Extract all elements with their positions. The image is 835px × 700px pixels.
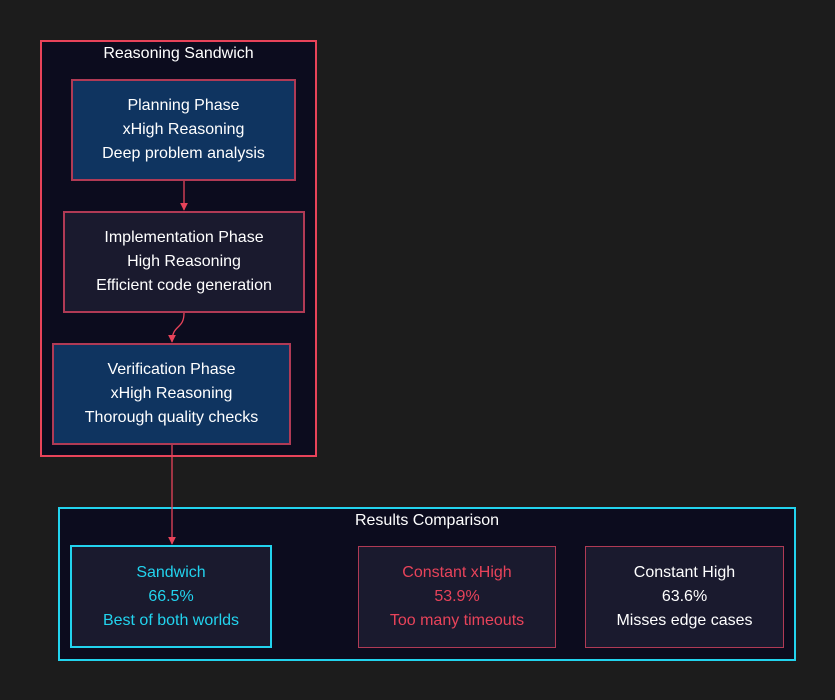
sandwich-result-desc: Best of both worlds xyxy=(102,611,240,629)
verification-phase-title: Verification Phase xyxy=(107,361,236,378)
planning-phase-level: xHigh Reasoning xyxy=(122,121,245,138)
sandwich-result-score: 66.5% xyxy=(148,587,194,605)
planning-phase-desc: Deep problem analysis xyxy=(102,145,265,162)
constant-high-result-node[interactable]: Constant High 63.6% Misses edge cases xyxy=(585,546,784,648)
constant-high-title: Constant High xyxy=(633,564,736,581)
planning-phase-title: Planning Phase xyxy=(127,97,240,114)
verification-phase-level: xHigh Reasoning xyxy=(110,385,233,402)
results-comparison-title: Results Comparison xyxy=(354,512,500,529)
verification-phase-node[interactable]: Verification Phase xHigh Reasoning Thoro… xyxy=(52,343,291,445)
sandwich-result-title: Sandwich xyxy=(136,563,206,581)
implementation-phase-level: High Reasoning xyxy=(127,253,241,270)
constant-xhigh-score: 53.9% xyxy=(434,588,480,605)
sandwich-result-node[interactable]: Sandwich 66.5% Best of both worlds xyxy=(70,545,272,648)
constant-xhigh-result-node[interactable]: Constant xHigh 53.9% Too many timeouts xyxy=(358,546,556,648)
constant-xhigh-title: Constant xHigh xyxy=(402,564,512,581)
constant-high-score: 63.6% xyxy=(661,588,708,605)
implementation-phase-desc: Efficient code generation xyxy=(96,277,272,294)
reasoning-sandwich-title: Reasoning Sandwich xyxy=(103,45,254,62)
constant-xhigh-desc: Too many timeouts xyxy=(389,612,525,629)
implementation-phase-node[interactable]: Implementation Phase High Reasoning Effi… xyxy=(63,211,305,313)
verification-phase-desc: Thorough quality checks xyxy=(84,409,259,426)
constant-high-desc: Misses edge cases xyxy=(616,612,753,629)
planning-phase-node[interactable]: Planning Phase xHigh Reasoning Deep prob… xyxy=(71,79,296,181)
implementation-phase-title: Implementation Phase xyxy=(104,229,264,246)
